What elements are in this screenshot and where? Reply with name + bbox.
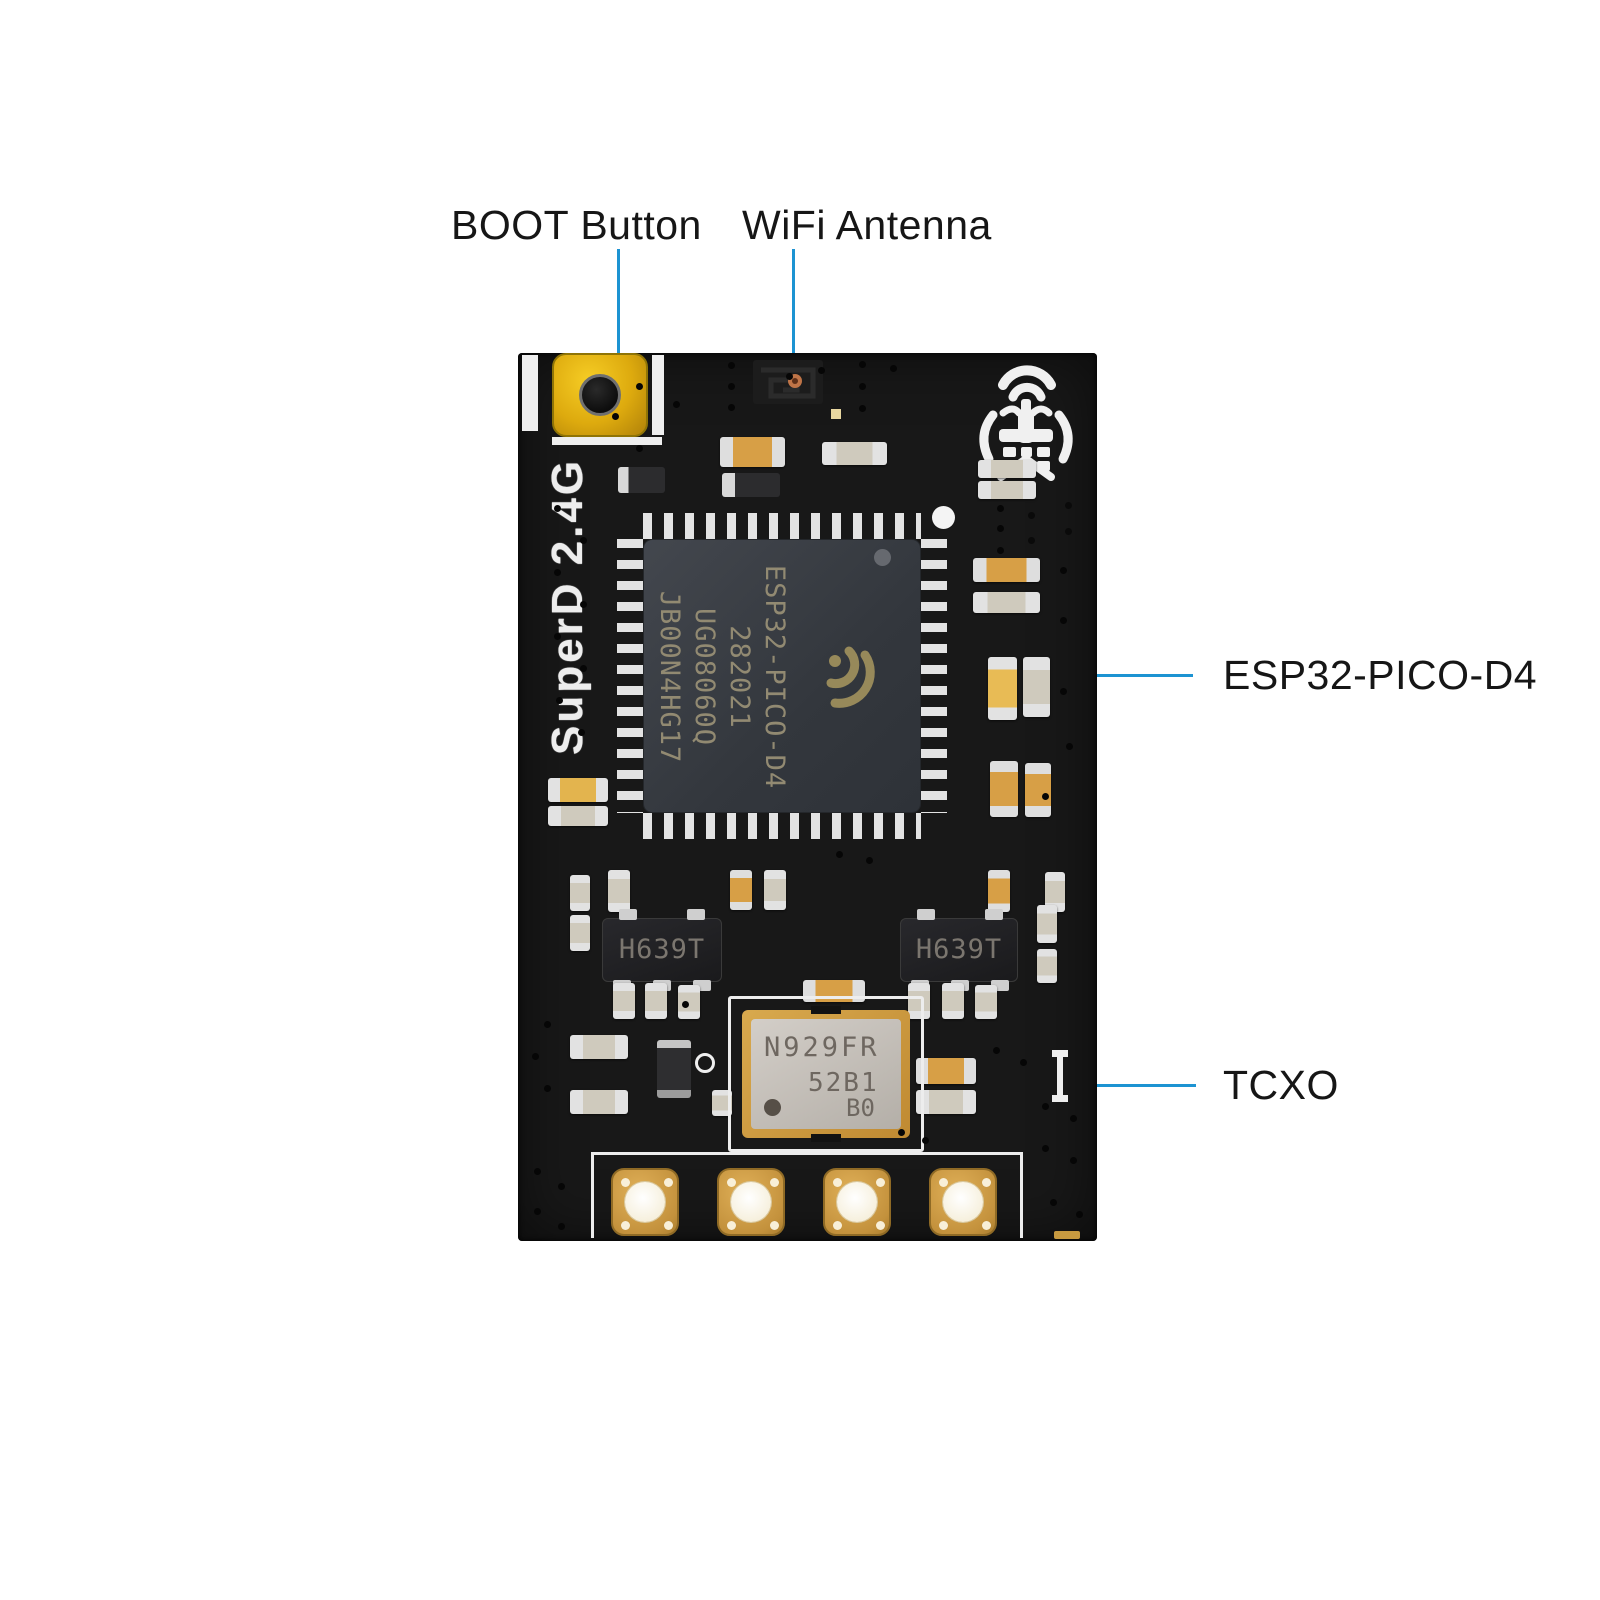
chip-pin1-dot: [874, 549, 891, 566]
capacitor: [1037, 949, 1057, 983]
chip-pins: [643, 813, 921, 839]
silkscreen-i-mark: [1052, 1050, 1068, 1102]
boot-button[interactable]: [552, 353, 648, 437]
chip-marking-line: ESP32-PICO-D4: [759, 564, 790, 790]
regulator-marking: H639T: [618, 934, 706, 965]
pcb-board: SuperD 2.4G ESP32-PICO-D4 282021 UG08060…: [518, 353, 1097, 1241]
capacitor: [975, 985, 997, 1019]
crystal-dot: [764, 1099, 781, 1116]
capacitor: [645, 983, 667, 1019]
regulator-chip: H639T: [602, 909, 722, 991]
regulator-chip: H639T: [900, 909, 1018, 991]
crystal-tab: [811, 1134, 841, 1142]
capacitor: [978, 481, 1036, 499]
capacitor: [613, 983, 635, 1019]
crystal-marking: N929FR: [764, 1032, 880, 1063]
antenna-meander-icon: [761, 367, 816, 399]
capacitor: [570, 1035, 628, 1059]
via-dots: [518, 353, 525, 360]
capacitor: [973, 558, 1040, 582]
capacitor: [978, 460, 1036, 478]
capacitor: [916, 1058, 976, 1084]
chip-body: [643, 539, 921, 813]
esp32-chip: [617, 513, 947, 839]
solder-pad: [929, 1168, 997, 1236]
capacitor: [990, 761, 1018, 817]
capacitor: [548, 806, 608, 826]
capacitor: [988, 657, 1017, 720]
silkscreen-bar: [652, 355, 664, 435]
chip-marking-line: JB00N4HG17: [654, 590, 685, 764]
silkscreen-circle: [695, 1053, 715, 1073]
resistor: [618, 467, 665, 493]
silkscreen-model-text: SuperD 2.4G: [543, 457, 592, 755]
resistor: [722, 473, 780, 497]
solder-pad: [823, 1168, 891, 1236]
solder-pad: [611, 1168, 679, 1236]
capacitor: [916, 1090, 976, 1114]
chip-marking-text: ESP32-PICO-D4 282021 UG08060Q JB00N4HG17: [652, 557, 792, 797]
wifi-leader-line: [792, 249, 795, 382]
chip-marking-line: UG08060Q: [689, 607, 720, 747]
chip-pins: [921, 539, 947, 813]
pads-silkscreen-box: [591, 1152, 1023, 1238]
silkscreen-bar: [552, 437, 662, 445]
capacitor: [1037, 905, 1057, 943]
chip-pins: [617, 539, 643, 813]
crystal-tab: [811, 1006, 841, 1014]
wifi-antenna: [753, 360, 823, 404]
wifi-antenna-label: WiFi Antenna: [742, 202, 992, 248]
boot-button-label: BOOT Button: [451, 202, 702, 248]
boot-leader-line: [617, 249, 620, 388]
capacitor: [730, 870, 752, 910]
boot-button-plunger[interactable]: [579, 374, 621, 416]
capacitor: [988, 870, 1010, 912]
capacitor: [548, 778, 608, 802]
capacitor: [764, 870, 786, 910]
capacitor: [678, 985, 700, 1019]
regulator-marking: H639T: [915, 934, 1003, 965]
gold-pad-sliver: [1054, 1231, 1080, 1239]
capacitor: [1023, 657, 1050, 717]
espressif-logo-icon: [826, 646, 875, 708]
brand-logo-icon: [979, 365, 1073, 481]
capacitor: [570, 1090, 628, 1114]
capacitor: [908, 983, 930, 1019]
crystal-marking: B0: [846, 1094, 875, 1122]
capacitor: [942, 983, 964, 1019]
tented-via: [932, 506, 955, 529]
inductor: [657, 1040, 691, 1098]
tcxo-label: TCXO: [1223, 1062, 1339, 1108]
esp32-label: ESP32-PICO-D4: [1223, 652, 1538, 698]
capacitor: [822, 442, 887, 465]
solder-pad: [717, 1168, 785, 1236]
capacitor: [1025, 763, 1051, 817]
capacitor: [570, 915, 590, 951]
capacitor: [570, 875, 590, 911]
capacitor: [1045, 872, 1065, 912]
capacitor: [973, 592, 1040, 613]
crystal-marking: 52B1: [808, 1068, 879, 1098]
silkscreen-bar: [522, 355, 538, 431]
chip-marking-line: 282021: [724, 625, 755, 729]
capacitor: [720, 437, 785, 467]
chip-pins: [643, 513, 921, 539]
tcxo-silkscreen-box: [728, 996, 924, 1152]
capacitor: [712, 1090, 732, 1116]
fiducial: [831, 409, 841, 419]
tcxo-crystal: N929FR 52B1 B0: [742, 1006, 910, 1142]
capacitor: [608, 870, 630, 912]
